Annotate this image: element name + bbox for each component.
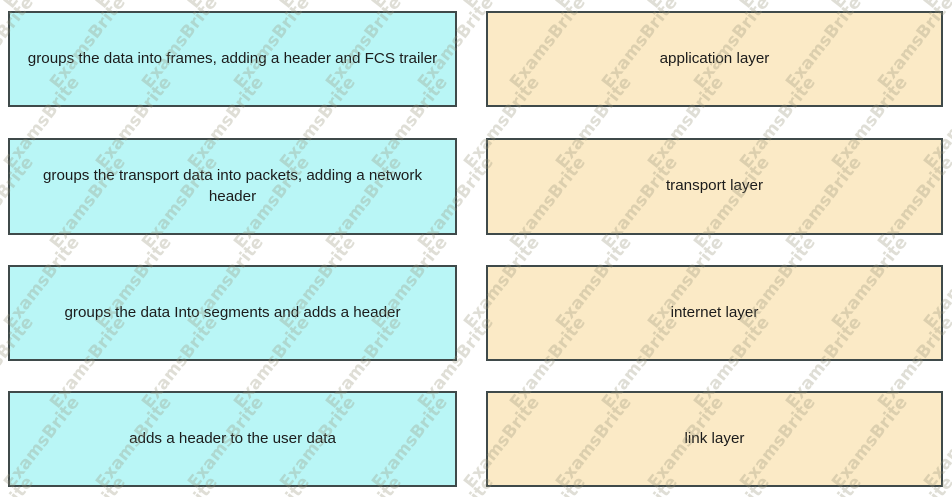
description-card-4-label: adds a header to the user data [129,429,336,447]
layer-card-1-label: application layer [659,49,770,67]
description-card-3-label: groups the data Into segments and adds a… [64,303,401,321]
layer-card-4[interactable]: link layer [486,391,943,487]
layer-card-2[interactable]: transport layer [486,138,943,235]
layers-column: application layer transport layer intern… [486,0,943,497]
layer-card-2-label: transport layer [665,177,764,195]
description-card-2[interactable]: groups the transport data into packets, … [8,138,457,235]
description-card-1-label: groups the data into frames, adding a he… [27,49,438,67]
descriptions-column: groups the data into frames, adding a he… [8,0,457,497]
description-card-1[interactable]: groups the data into frames, adding a he… [8,11,457,107]
description-card-4[interactable]: adds a header to the user data [8,391,457,487]
description-card-2-label: groups the transport data into packets, … [42,167,423,205]
layer-card-3[interactable]: internet layer [486,265,943,361]
layer-card-4-label: link layer [684,429,745,447]
layer-card-3-label: internet layer [670,303,759,321]
description-card-3[interactable]: groups the data Into segments and adds a… [8,265,457,361]
layer-card-1[interactable]: application layer [486,11,943,107]
